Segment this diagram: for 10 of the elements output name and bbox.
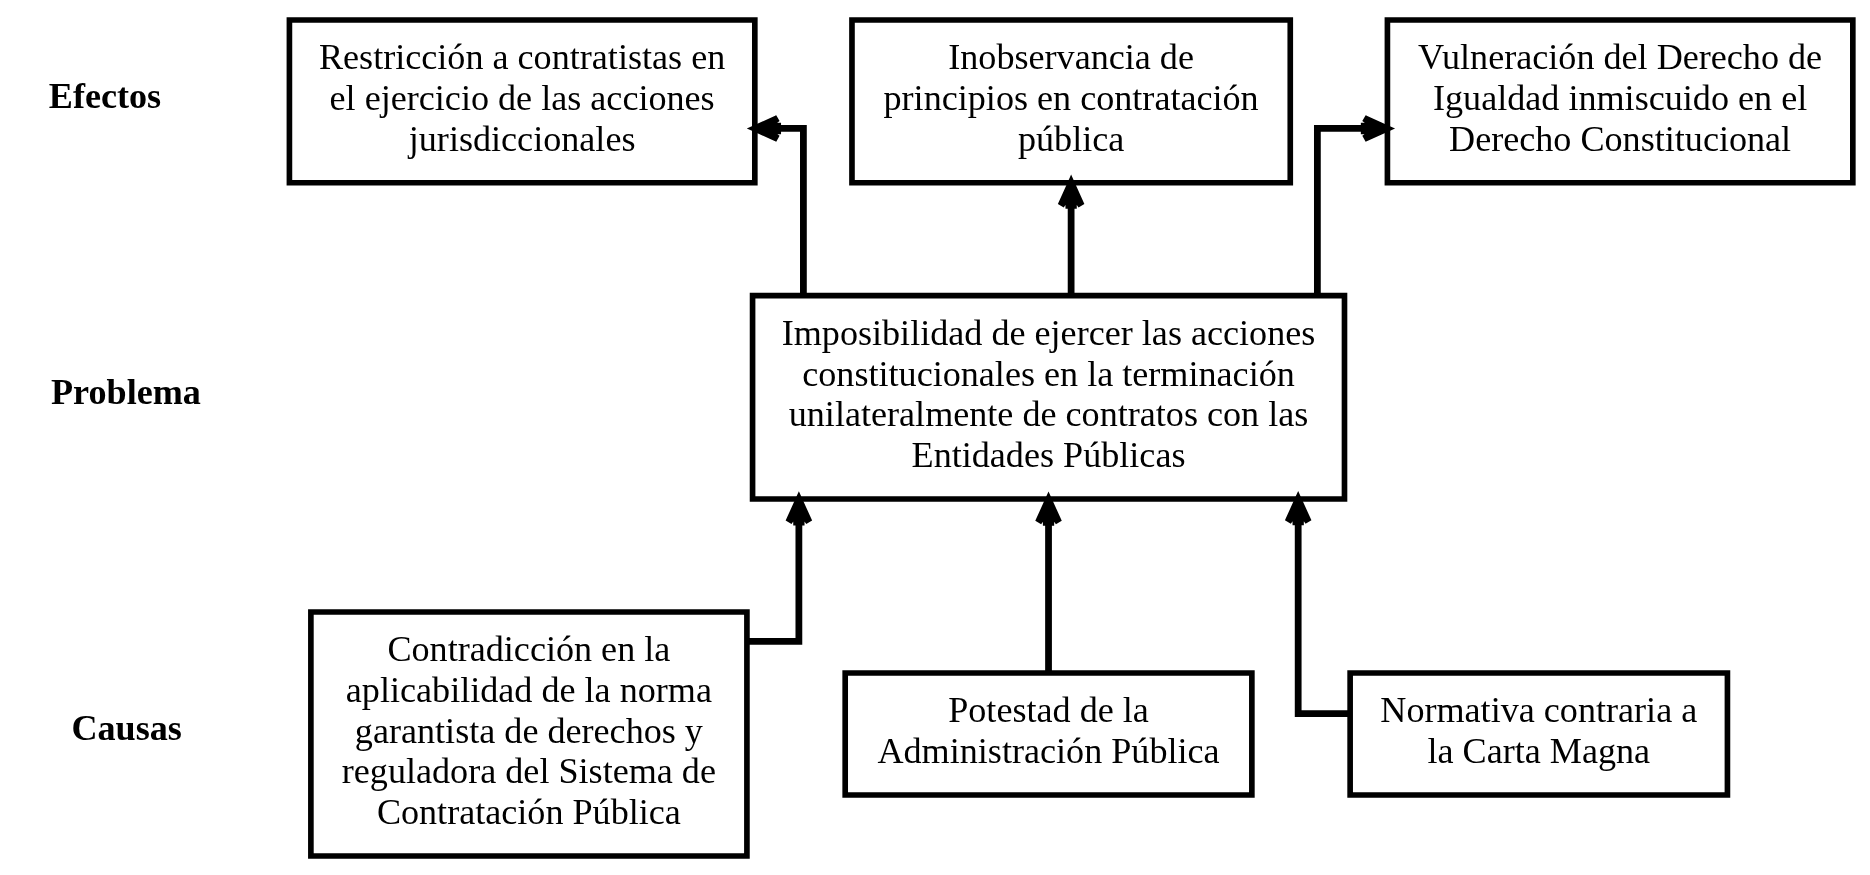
- node-box: Contradicción en la aplicabilidad de la norma garantista de derechos y reguladora del Sistema de Contratación Pública: [308, 608, 750, 859]
- label: Efectos: [48, 75, 162, 116]
- label: Causas: [71, 707, 182, 748]
- label: Problema: [51, 371, 201, 412]
- node-box: Normativa contraria a la Carta Magna: [1347, 669, 1731, 798]
- node-box: Restricción a contratistas en el ejercicio de las acciones jurisdiccionales: [286, 16, 758, 186]
- node-box: Imposibilidad de ejercer las acciones constitucionales en la terminación unilateralmente de contratos con las Entidades Públicas: [749, 292, 1348, 502]
- node-box: Potestad de la Administración Pública: [842, 669, 1255, 798]
- node-box: Inobservancia de principios en contratación pública: [849, 16, 1294, 186]
- node-box: Vulneración del Derecho de Igualdad inmiscuido en el Derecho Constitucional: [1384, 16, 1856, 186]
